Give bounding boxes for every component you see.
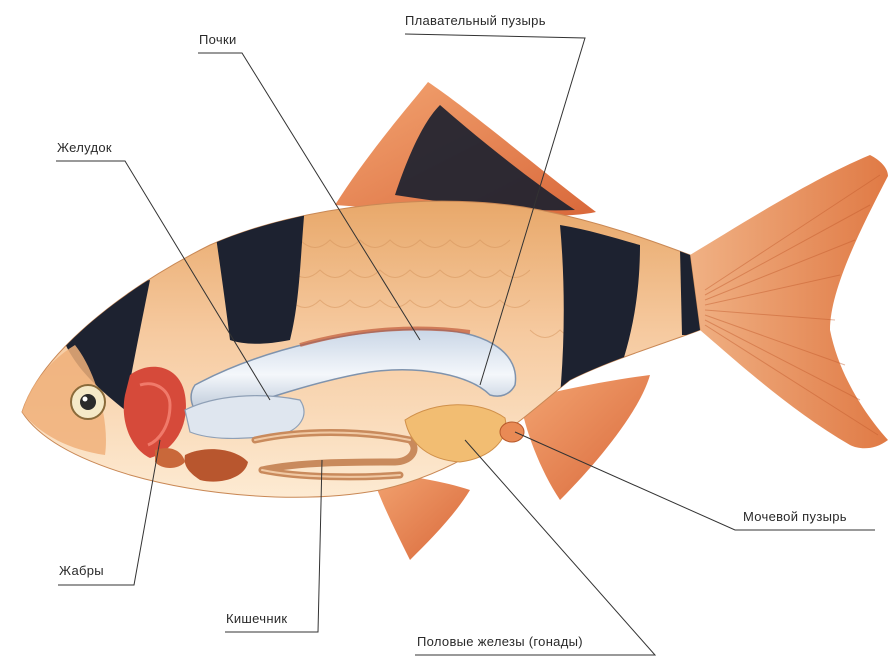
label-kidneys: Почки bbox=[199, 32, 237, 47]
label-gonads: Половые железы (гонады) bbox=[417, 634, 583, 649]
label-intestine: Кишечник bbox=[226, 611, 287, 626]
label-gills: Жабры bbox=[59, 563, 104, 578]
urinary-bladder-organ bbox=[500, 422, 524, 442]
label-stomach: Желудок bbox=[57, 140, 112, 155]
label-urinary-bladder: Мочевой пузырь bbox=[743, 509, 847, 524]
label-swim-bladder: Плавательный пузырь bbox=[405, 13, 546, 28]
rear-stripe bbox=[560, 225, 640, 395]
leader-gonads bbox=[415, 440, 655, 655]
front-stripe bbox=[215, 205, 305, 344]
